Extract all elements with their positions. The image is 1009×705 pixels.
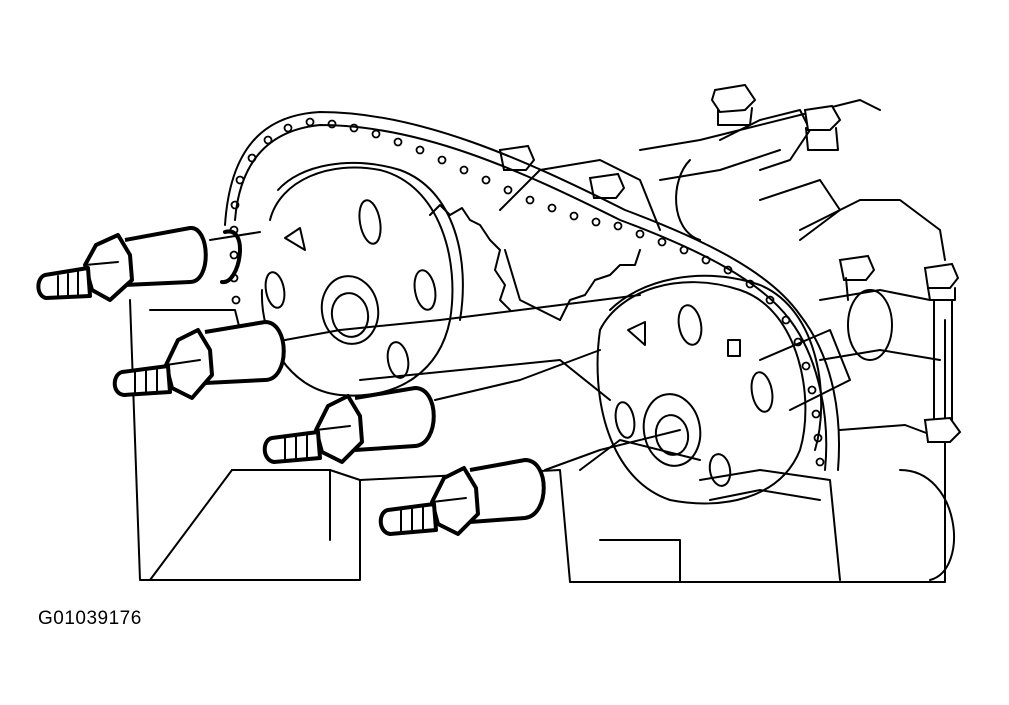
camshaft-upper: [499, 99, 946, 321]
timing-chain: [224, 111, 841, 471]
guide-pin-3: [262, 349, 601, 464]
guide-pin-4: [378, 429, 681, 536]
camshaft-sprocket-right: [596, 274, 823, 505]
idler-sprocket: [429, 204, 641, 321]
camshaft-lower: [759, 289, 941, 411]
head-bolt-2: [803, 104, 842, 151]
head-bolt-5: [838, 254, 876, 301]
head-bolt-1: [710, 83, 757, 126]
alignment-lines: [209, 231, 641, 321]
camshaft-sprocket-left: [260, 161, 464, 397]
guide-pin-1: [36, 226, 242, 302]
figure-id-label: G01039176: [38, 608, 142, 629]
head-bolt-6: [923, 262, 962, 443]
guide-pin-2: [112, 319, 441, 400]
